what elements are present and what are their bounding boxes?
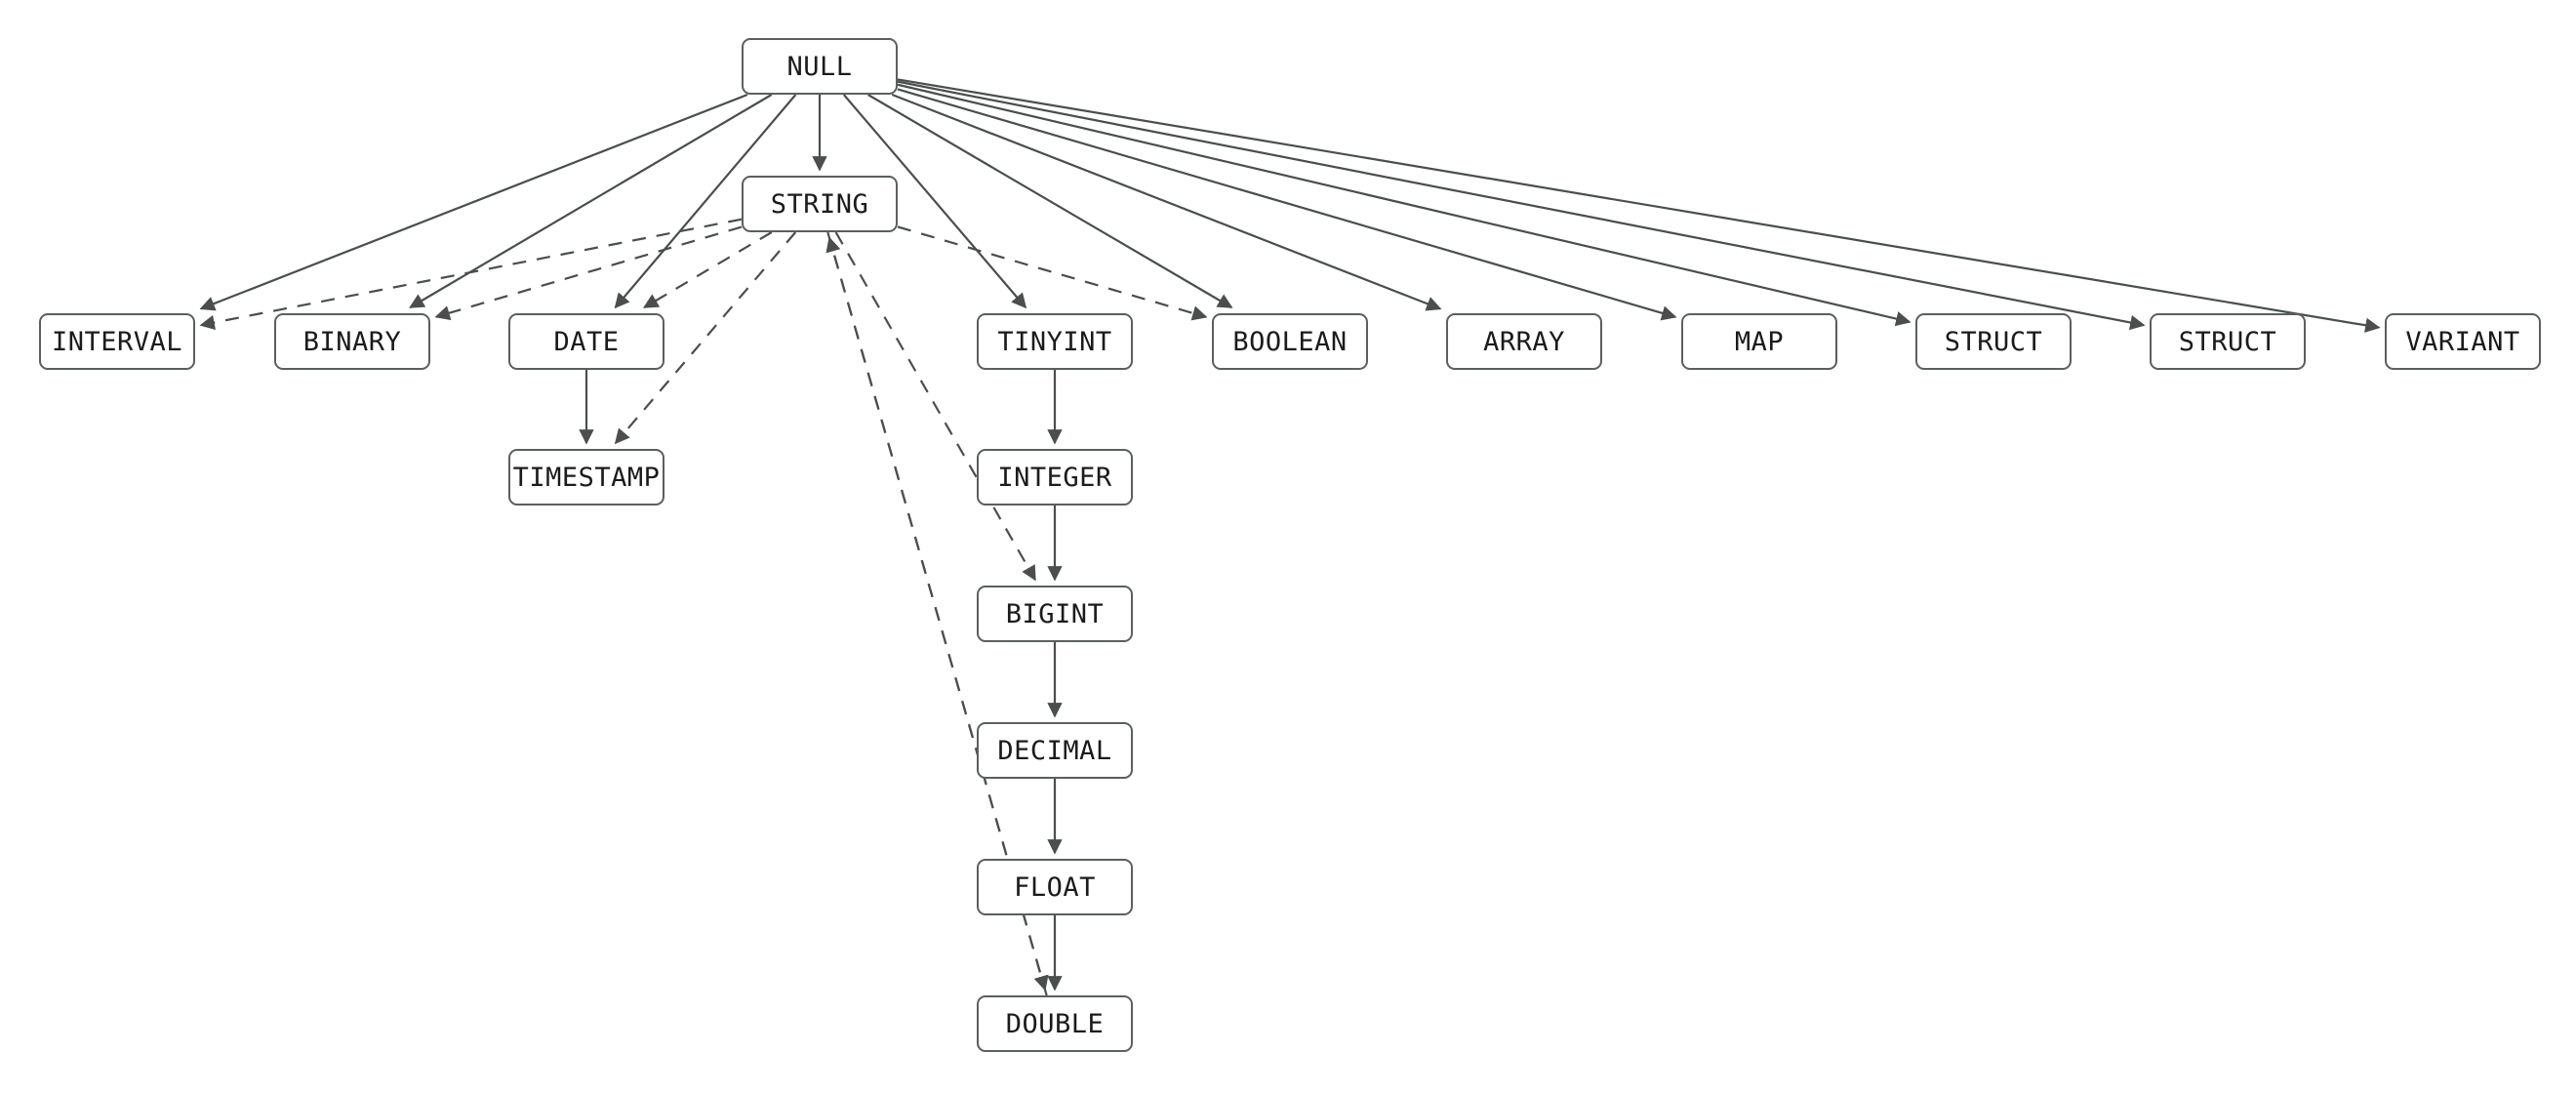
node-label-bigint: BIGINT — [1005, 598, 1105, 629]
node-label-interval: INTERVAL — [51, 326, 183, 357]
node-decimal[interactable]: DECIMAL — [977, 722, 1133, 779]
node-date[interactable]: DATE — [508, 313, 664, 370]
node-label-variant: VARIANT — [2405, 326, 2520, 357]
edge-null-to-struct1 — [897, 83, 1912, 327]
node-tinyint[interactable]: TINYINT — [977, 313, 1133, 370]
node-label-null: NULL — [786, 51, 853, 82]
node-label-integer: INTEGER — [997, 462, 1112, 493]
node-float[interactable]: FLOAT — [977, 859, 1133, 915]
node-label-tinyint: TINYINT — [997, 326, 1112, 357]
node-integer[interactable]: INTEGER — [977, 449, 1133, 506]
node-label-date: DATE — [553, 326, 620, 357]
node-null[interactable]: NULL — [742, 38, 898, 95]
node-label-double: DOUBLE — [1005, 1008, 1105, 1039]
node-struct1[interactable]: STRUCT — [1915, 313, 2072, 370]
node-boolean[interactable]: BOOLEAN — [1212, 313, 1368, 370]
node-variant[interactable]: VARIANT — [2385, 313, 2541, 370]
node-label-decimal: DECIMAL — [997, 735, 1112, 766]
node-binary[interactable]: BINARY — [274, 313, 430, 370]
node-bigint[interactable]: BIGINT — [977, 586, 1133, 642]
edge-null-to-boolean — [867, 94, 1233, 308]
node-label-timestamp: TIMESTAMP — [512, 462, 661, 493]
edge-string-to-boolean — [897, 225, 1208, 321]
edge-null-to-struct2 — [897, 80, 2146, 331]
edge-string-to-timestamp — [614, 231, 797, 445]
node-interval[interactable]: INTERVAL — [39, 313, 195, 370]
edge-null-to-array — [891, 93, 1442, 311]
edge-string-to-interval — [199, 218, 743, 331]
node-timestamp[interactable]: TIMESTAMP — [508, 449, 664, 506]
node-label-float: FLOAT — [1014, 871, 1096, 903]
edge-null-to-variant — [897, 78, 2381, 333]
edge-null-to-date — [614, 94, 797, 309]
node-label-binary: BINARY — [302, 326, 402, 357]
node-label-struct2: STRUCT — [2178, 326, 2277, 357]
node-label-struct1: STRUCT — [1944, 326, 2043, 357]
edge-null-to-interval — [199, 93, 748, 311]
node-struct2[interactable]: STRUCT — [2150, 313, 2306, 370]
node-array[interactable]: ARRAY — [1446, 313, 1602, 370]
node-double[interactable]: DOUBLE — [977, 995, 1133, 1052]
node-map[interactable]: MAP — [1681, 313, 1837, 370]
edge-string-to-date — [643, 231, 773, 308]
edge-string-to-bigint — [834, 231, 1036, 582]
node-label-string: STRING — [770, 188, 869, 220]
edge-null-to-map — [897, 88, 1677, 321]
node-string[interactable]: STRING — [742, 176, 898, 232]
edge-string-to-binary — [434, 225, 743, 321]
node-label-map: MAP — [1734, 326, 1785, 357]
node-label-array: ARRAY — [1483, 326, 1565, 357]
node-label-boolean: BOOLEAN — [1232, 326, 1348, 357]
edge-null-to-tinyint — [842, 94, 1027, 309]
